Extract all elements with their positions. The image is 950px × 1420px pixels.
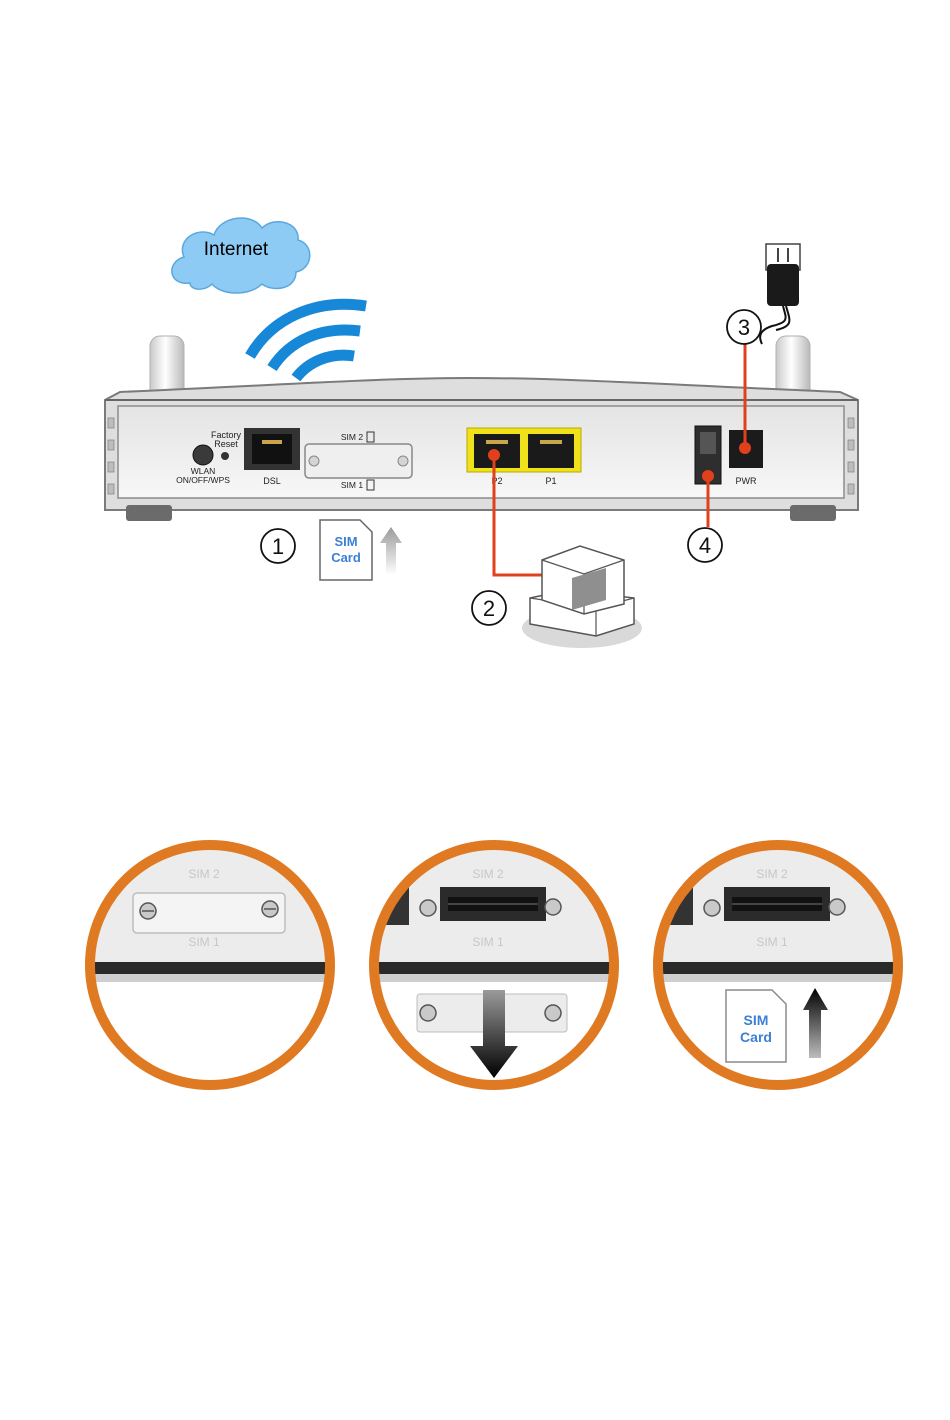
internet-label: Internet	[204, 239, 269, 260]
left-foot	[126, 505, 172, 521]
factory-reset-hole	[221, 452, 229, 460]
svg-text:2: 2	[483, 596, 495, 621]
power-adapter-icon	[760, 264, 799, 344]
power-connector-dot	[739, 442, 751, 454]
dsl-port	[244, 428, 300, 470]
sim2-label: SIM 2	[341, 432, 363, 442]
dsl-label: DSL	[263, 476, 281, 486]
callout-2: 2	[472, 591, 506, 625]
lan-connector-dot	[488, 449, 500, 461]
step2-sim2-label: SIM 2	[472, 867, 504, 881]
switch-connector-dot	[702, 470, 714, 482]
svg-text:3: 3	[738, 315, 750, 340]
step3-sim1-label: SIM 1	[756, 935, 788, 949]
step2-sim1-label: SIM 1	[472, 935, 504, 949]
sim-cover-plate	[305, 444, 412, 478]
svg-text:1: 1	[272, 534, 284, 559]
right-foot	[790, 505, 836, 521]
callout-1: 1	[261, 529, 295, 563]
svg-text:4: 4	[699, 533, 711, 558]
step-1-circle: SIM 2 SIM 1	[80, 840, 340, 1090]
wifi-signal-icon	[250, 304, 366, 378]
callout-4: 4	[688, 528, 722, 562]
p1-label: P1	[545, 476, 556, 486]
step3-sim2-label: SIM 2	[756, 867, 788, 881]
step1-sim2-label: SIM 2	[188, 867, 220, 881]
callout-3: 3	[727, 310, 761, 344]
step-2-circle: SIM 2 SIM 1	[364, 840, 624, 1090]
lan-ports	[467, 428, 581, 472]
wlan-button	[193, 445, 213, 465]
insert-up-arrow-icon	[380, 527, 402, 575]
pwr-label: PWR	[736, 476, 757, 486]
step-3-circle: SIM 2 SIM 1	[648, 840, 908, 1090]
computer-icon	[522, 546, 642, 648]
sim1-label: SIM 1	[341, 480, 363, 490]
step1-sim1-label: SIM 1	[188, 935, 220, 949]
